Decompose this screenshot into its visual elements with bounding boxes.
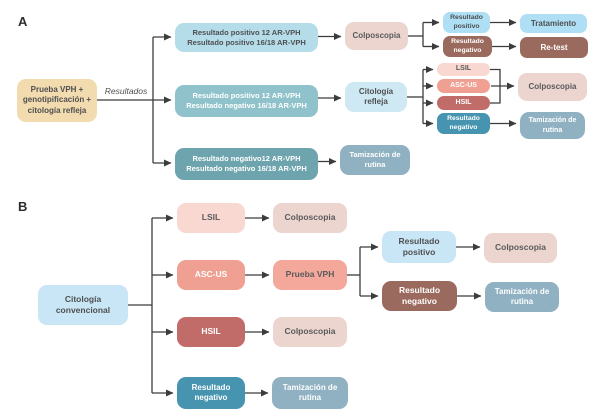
node-b-colposcopia-2: Colposcopia <box>273 317 347 347</box>
node-b-lsil: LSIL <box>177 203 245 233</box>
node-b-resultado-negativo-vph: Resultado negativo <box>382 281 457 311</box>
node-a-hsil: HSIL <box>437 96 490 110</box>
node-b-hsil: HSIL <box>177 317 245 347</box>
node-a-resultado-negativo: Resultado negativo <box>443 36 492 57</box>
node-a-resultado-negativo-citologia: Resultado negativo <box>437 113 490 134</box>
node-b-colposcopia-3: Colposcopia <box>484 233 557 263</box>
node-a-colposcopia-2: Colposcopia <box>518 73 587 101</box>
node-b-colposcopia-1: Colposcopia <box>273 203 347 233</box>
node-b-ascus: ASC-US <box>177 260 245 290</box>
panel-b-label: B <box>18 199 28 214</box>
node-a-tamizacion-rutina-right: Tamización de rutina <box>520 112 585 139</box>
node-a-ascus: ASC-US <box>437 79 490 93</box>
node-a-lsil: LSIL <box>437 63 490 76</box>
node-b-resultado-positivo: Resultado positivo <box>382 231 456 263</box>
node-citologia-refleja: Citología refleja <box>345 82 407 112</box>
node-citologia-convencional: Citología convencional <box>38 285 128 325</box>
node-a-colposcopia-1: Colposcopia <box>345 22 408 50</box>
node-resultado-positivo-12-negativo-1618: Resultado positivo 12 AR-VPH Resultado n… <box>175 85 318 117</box>
node-b-resultado-negativo: Resultado negativo <box>177 377 245 409</box>
node-b-tamizacion-rutina-2: Tamización de rutina <box>485 282 559 312</box>
node-retest: Re-test <box>520 37 588 58</box>
node-prueba-vph-genotipificacion: Prueba VPH + genotipificación + citologí… <box>17 79 97 122</box>
panel-a-label: A <box>18 14 28 29</box>
node-a-tamizacion-rutina-bottom: Tamización de rutina <box>340 145 410 175</box>
node-resultado-negativo-12-negativo-1618: Resultado negativo12 AR-VPH Resultado ne… <box>175 148 318 180</box>
node-resultado-positivo-12-positivo-1618: Resultado positivo 12 AR-VPH Resultado p… <box>175 23 318 52</box>
node-a-resultado-positivo: Resultado positivo <box>443 12 490 33</box>
node-prueba-vph: Prueba VPH <box>273 260 347 290</box>
node-tratamiento: Tratamiento <box>520 14 587 33</box>
node-b-tamizacion-rutina-1: Tamización de rutina <box>272 377 348 409</box>
edge-label-resultados: Resultados <box>104 86 148 96</box>
